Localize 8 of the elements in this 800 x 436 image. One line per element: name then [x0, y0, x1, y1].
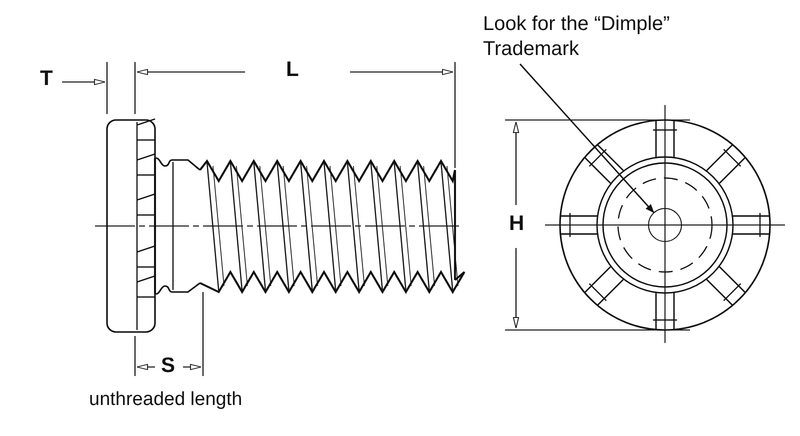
dimension-label: S	[161, 354, 176, 378]
dimension-label: H	[509, 212, 524, 236]
dimension-note: unthreaded length	[89, 389, 242, 411]
dimension-label: T	[40, 67, 53, 91]
leader-line	[519, 64, 654, 214]
callout-text: Look for the “Dimple” Trademark	[483, 12, 698, 62]
dimension-label: L	[286, 58, 299, 82]
dimple-circle	[648, 208, 682, 242]
